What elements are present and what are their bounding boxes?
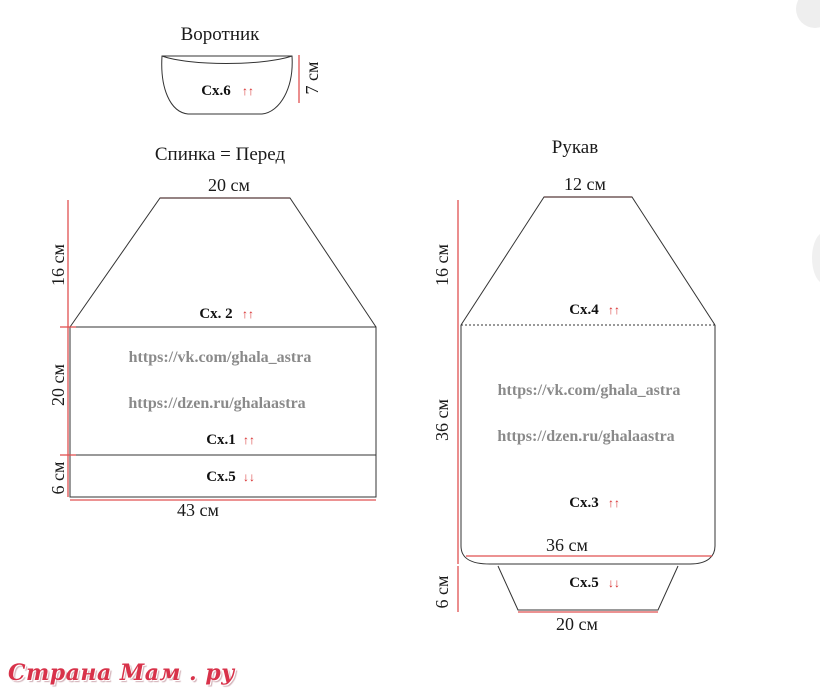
body-scheme-bottom-label: Сх.5	[206, 469, 236, 485]
body-bottom-width-label: 43 см	[177, 500, 219, 520]
sleeve-scheme-top-label: Сх.4	[569, 302, 599, 318]
body-bottom-height-label: 6 см	[48, 462, 68, 495]
sleeve-middle-height-label: 36 см	[432, 399, 452, 441]
body-url-vk: https://vk.com/ghala_astra	[129, 349, 312, 366]
body-yoke-outline	[69, 197, 377, 328]
collar-inner-curve	[161, 55, 293, 64]
body-top-width-label: 20 см	[208, 175, 250, 195]
edge-decoration	[812, 232, 820, 284]
sleeve-upper-height-label: 16 см	[432, 244, 452, 286]
sleeve-url-dzen: https://dzen.ru/ghalaastra	[497, 428, 674, 445]
sleeve-cap-outline	[460, 196, 716, 326]
sleeve-cuff-outline	[497, 565, 679, 611]
body-title: Спинка = Перед	[155, 144, 286, 165]
sleeve-title: Рукав	[552, 137, 598, 158]
body-scheme-top-arrows: ↑↑	[242, 307, 254, 321]
body-url-dzen: https://dzen.ru/ghalaastra	[128, 395, 305, 412]
sleeve-scheme-mid-arrows: ↑↑	[608, 496, 620, 510]
collar-height-label: 7 см	[302, 62, 322, 95]
sleeve-scheme-cuff-arrows: ↓↓	[608, 576, 620, 590]
body-scheme-bottom-arrows: ↓↓	[243, 470, 255, 484]
sleeve-cuff-top-width-label: 36 см	[546, 535, 588, 555]
body-scheme-top-label: Сх. 2	[199, 306, 232, 322]
collar-title: Воротник	[181, 24, 261, 45]
body-lower-rect	[69, 326, 377, 498]
body-middle-height-label: 20 см	[48, 364, 68, 406]
sleeve-url-vk: https://vk.com/ghala_astra	[498, 382, 681, 399]
sleeve-scheme-cuff-label: Сх.5	[569, 575, 599, 591]
watermark-logo: Страна Мам . ру	[8, 660, 235, 686]
body-group: Спинка = Перед 20 см 16 см 20 см 6 см 43…	[48, 144, 377, 520]
sleeve-group: Рукав 12 см 16 см 36 см 6 см 36 см 20 см…	[432, 137, 716, 634]
sleeve-top-width-label: 12 см	[564, 174, 606, 194]
collar-scheme-label: Сх.6	[201, 83, 231, 99]
collar-shape	[161, 55, 293, 115]
sleeve-scheme-top-arrows: ↑↑	[608, 303, 620, 317]
body-scheme-mid-arrows: ↑↑	[243, 433, 255, 447]
collar-group: Воротник 7 см Сх.6 ↑↑	[161, 24, 322, 115]
body-scheme-mid-label: Сх.1	[206, 432, 236, 448]
sleeve-body-outline	[460, 325, 716, 565]
collar-scheme-arrows: ↑↑	[242, 84, 254, 98]
body-upper-height-label: 16 см	[48, 244, 68, 286]
sleeve-scheme-mid-label: Сх.3	[569, 495, 599, 511]
sleeve-bottom-height-label: 6 см	[432, 576, 452, 609]
sleeve-cuff-bottom-width-label: 20 см	[556, 614, 598, 634]
